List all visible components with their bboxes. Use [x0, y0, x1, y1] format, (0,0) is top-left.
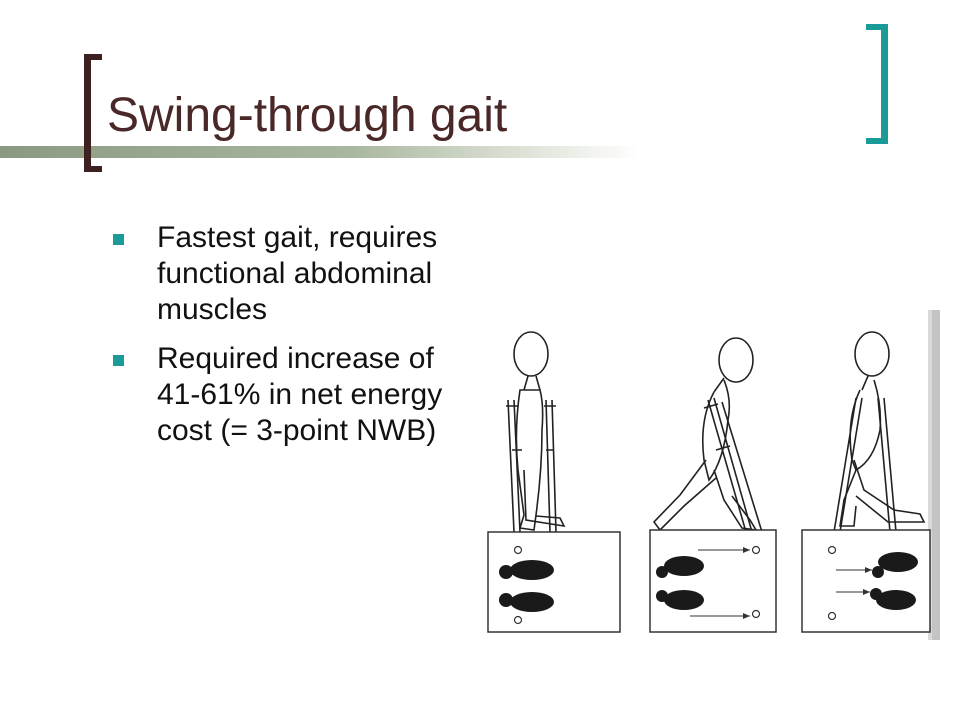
bullet-list: Fastest gait, requires functional abdomi…	[110, 220, 480, 462]
gait-illustration-svg	[487, 310, 940, 640]
gait-figure-swinging	[833, 331, 926, 533]
bullet-text: Required increase of 41-61% in net energ…	[157, 342, 443, 447]
bullet-item: Fastest gait, requires functional abdomi…	[110, 220, 480, 328]
title-underline-bar	[0, 146, 640, 158]
right-bracket-decoration	[866, 24, 888, 144]
gait-figure-leaning	[652, 337, 763, 533]
gait-illustration	[484, 310, 940, 642]
bullet-text: Fastest gait, requires functional abdomi…	[157, 221, 438, 326]
footprint-panel-3	[801, 529, 931, 633]
bullet-square-icon	[113, 355, 124, 366]
gait-figure-standing	[506, 331, 566, 533]
left-bracket-decoration	[84, 54, 102, 172]
footprint-panel-1	[487, 531, 621, 633]
bullet-item: Required increase of 41-61% in net energ…	[110, 341, 480, 449]
footprint-panel-2	[649, 529, 777, 633]
bullet-square-icon	[113, 234, 124, 245]
slide-title: Swing-through gait	[107, 89, 508, 142]
